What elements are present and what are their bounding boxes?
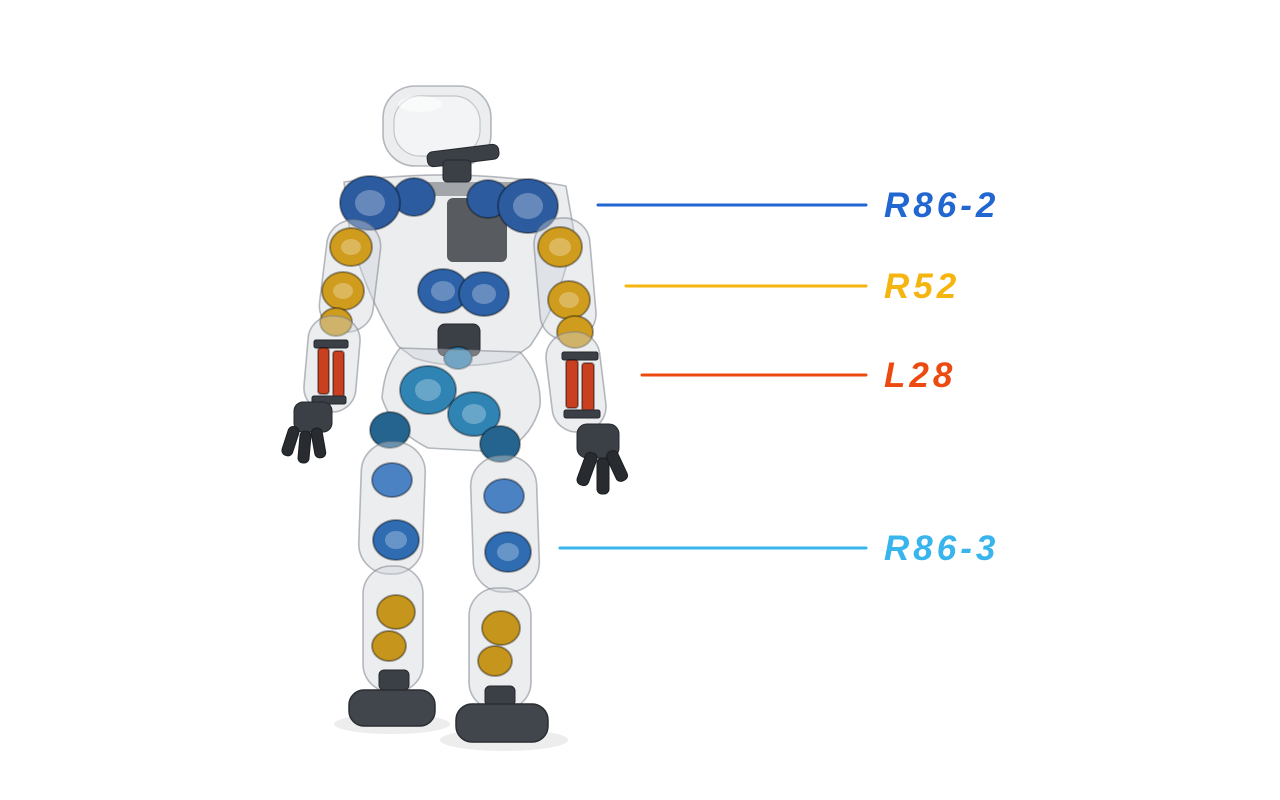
shin-motor-left-upper [376, 594, 416, 630]
callout-r86-3: R86-3 [558, 529, 999, 568]
ankle-joint-left [378, 669, 410, 691]
callout-label-r86-2: R86-2 [884, 186, 999, 225]
robot-left-arm [281, 219, 382, 464]
thigh-motor-left [371, 462, 413, 498]
callout-l28: L28 [640, 356, 956, 395]
robot-left-leg [348, 441, 436, 727]
hip-motor-center-left-cap [415, 379, 441, 401]
waist-yaw-motor [443, 346, 473, 370]
shin-motor-right-upper [481, 610, 521, 646]
hip-roll-motor-left [369, 411, 411, 449]
finger-left-2 [297, 430, 312, 464]
waist-motor-right-cap [472, 284, 496, 304]
forearm-actuator-right-b [581, 362, 595, 412]
callouts: R86-2 R52 L28 R86-3 [558, 186, 999, 568]
waist-actuators [417, 268, 510, 370]
elbow-actuator-right-lower-cap [559, 292, 579, 308]
foot-left [348, 689, 436, 727]
hip-motor-center-right-cap [462, 404, 486, 424]
forearm-cap-bottom-right [563, 409, 601, 419]
shoulder-actuators [339, 175, 559, 234]
neck-joint [442, 159, 472, 183]
finger-right-1 [576, 451, 598, 487]
shin-motor-right-lower [477, 645, 513, 677]
robot-head [382, 85, 500, 183]
elbow-actuator-left-lower-cap [333, 283, 353, 299]
forearm-actuator-left-b [332, 350, 345, 398]
elbow-actuator-left-upper-cap [341, 239, 361, 255]
hip-motor-center-right [447, 391, 501, 437]
finger-left-3 [310, 427, 327, 459]
hand-base-right [576, 423, 620, 459]
head-highlight [398, 96, 442, 112]
knee-actuator-right-cap [497, 543, 519, 561]
knee-actuator-left-cap [385, 531, 407, 549]
knee-actuator-left [372, 519, 420, 561]
robot-illustration [281, 85, 629, 743]
robot-right-leg [455, 455, 549, 743]
thigh-motor-right [483, 478, 525, 514]
shoulder-motor-left-cap [355, 190, 385, 216]
callout-r52: R52 [624, 267, 960, 306]
shoulder-actuator-left [339, 175, 401, 231]
finger-right-3 [605, 450, 629, 482]
waist-motor-right [458, 271, 510, 317]
elbow-actuator-right-upper-cap [549, 238, 571, 256]
forearm-actuator-left-a [317, 347, 330, 395]
forearm-cap-top-right [561, 351, 599, 361]
callout-r86-2: R86-2 [596, 186, 999, 225]
shoulder-actuator-right [497, 178, 559, 234]
elbow-actuator-left-upper [329, 227, 373, 267]
forearm-actuator-right-a [565, 359, 579, 409]
hand-base-left [293, 401, 333, 433]
robot-pelvis [369, 347, 541, 463]
waist-motor-left-cap [431, 281, 455, 301]
finger-right-2 [596, 457, 610, 495]
robot-right-arm [533, 217, 629, 495]
ankle-joint-right [484, 685, 516, 707]
knee-actuator-right [484, 531, 532, 573]
foot-right [455, 703, 549, 743]
shin-motor-left-lower [371, 630, 407, 662]
forearm-cap-top-left [313, 339, 349, 349]
shoulder-motor-right-cap [513, 193, 543, 219]
hip-roll-motor-right [479, 425, 521, 463]
finger-left-1 [281, 425, 300, 457]
callout-label-r52: R52 [884, 267, 960, 306]
elbow-actuator-right-upper [537, 226, 583, 268]
callout-label-r86-3: R86-3 [884, 529, 999, 568]
hip-motor-center-left [399, 365, 457, 415]
callout-label-l28: L28 [884, 356, 956, 395]
